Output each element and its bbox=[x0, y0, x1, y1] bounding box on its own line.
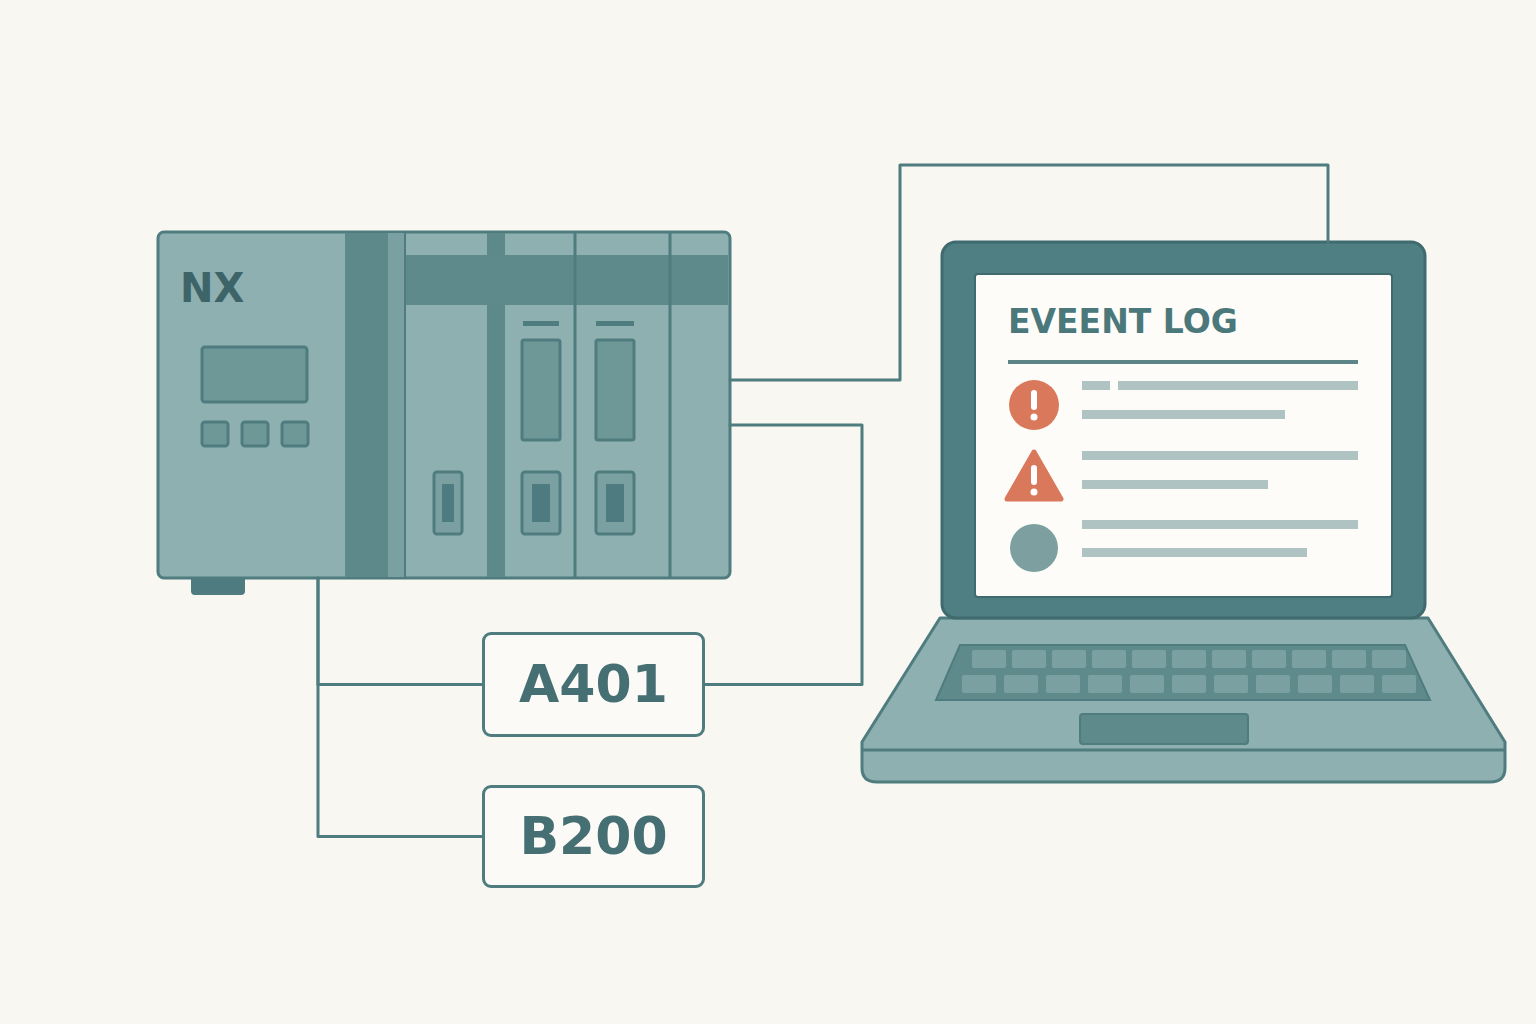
plc-button bbox=[242, 422, 268, 446]
key bbox=[1004, 675, 1038, 693]
key bbox=[1382, 675, 1416, 693]
error-mark bbox=[1031, 390, 1037, 410]
log-line bbox=[1082, 410, 1285, 419]
log-line bbox=[1082, 548, 1307, 557]
module-line bbox=[669, 233, 672, 577]
connector bbox=[730, 165, 1328, 380]
plc-strip bbox=[345, 233, 388, 577]
key bbox=[972, 650, 1006, 668]
warning-dot bbox=[1031, 489, 1038, 496]
module-line bbox=[574, 233, 577, 577]
device-box: A401 bbox=[482, 632, 705, 737]
keyboard bbox=[936, 645, 1430, 700]
device-box: B200 bbox=[482, 785, 705, 888]
led-bar bbox=[523, 321, 559, 326]
plc-housing bbox=[158, 232, 730, 578]
key bbox=[1052, 650, 1086, 668]
log-line bbox=[1082, 480, 1268, 489]
module-line bbox=[404, 233, 406, 577]
key bbox=[1092, 650, 1126, 668]
device-label: B200 bbox=[519, 808, 667, 865]
port-inner bbox=[606, 484, 624, 522]
led-bar bbox=[596, 321, 634, 326]
error-icon bbox=[1009, 380, 1059, 430]
key bbox=[1012, 650, 1046, 668]
log-line bbox=[1118, 381, 1358, 390]
plc-button bbox=[202, 422, 228, 446]
module-slot bbox=[596, 340, 634, 440]
key bbox=[1298, 675, 1332, 693]
laptop-base bbox=[862, 618, 1505, 782]
key bbox=[1046, 675, 1080, 693]
info-icon bbox=[1010, 524, 1058, 572]
connector bbox=[705, 425, 862, 685]
connector bbox=[318, 578, 482, 837]
port-inner bbox=[442, 484, 454, 522]
laptop-screen-node: EVEENT LOG bbox=[942, 242, 1425, 618]
key bbox=[1088, 675, 1122, 693]
log-line bbox=[1082, 520, 1358, 529]
plc-display bbox=[202, 347, 307, 402]
error-dot bbox=[1031, 414, 1038, 421]
warning-mark bbox=[1031, 465, 1037, 485]
laptop-edge bbox=[862, 749, 1505, 752]
key bbox=[1256, 675, 1290, 693]
key bbox=[1340, 675, 1374, 693]
key bbox=[1252, 650, 1286, 668]
log-line bbox=[1082, 381, 1110, 390]
connector bbox=[318, 578, 482, 685]
plc-button bbox=[282, 422, 308, 446]
module-slot bbox=[522, 340, 560, 440]
module-port bbox=[434, 472, 462, 534]
key bbox=[1332, 650, 1366, 668]
key bbox=[1292, 650, 1326, 668]
key bbox=[962, 675, 996, 693]
warning-icon bbox=[1007, 452, 1061, 499]
key bbox=[1132, 650, 1166, 668]
log-line bbox=[1082, 451, 1358, 460]
log-underline bbox=[1008, 360, 1358, 364]
plc-divider bbox=[388, 233, 405, 577]
label-text: EVEENT LOG bbox=[1008, 304, 1425, 340]
key bbox=[1130, 675, 1164, 693]
label-text: NX bbox=[180, 266, 730, 310]
key bbox=[1212, 650, 1246, 668]
key bbox=[1172, 650, 1206, 668]
laptop-bezel bbox=[942, 242, 1425, 618]
module-port bbox=[522, 472, 560, 534]
key bbox=[1372, 650, 1406, 668]
trackpad bbox=[1080, 714, 1248, 744]
plc-unit: NX bbox=[158, 232, 730, 578]
module-port bbox=[596, 472, 634, 534]
module-top-band bbox=[405, 255, 728, 305]
device-label: A401 bbox=[519, 656, 668, 713]
port-inner bbox=[532, 484, 550, 522]
key bbox=[1214, 675, 1248, 693]
key bbox=[1172, 675, 1206, 693]
